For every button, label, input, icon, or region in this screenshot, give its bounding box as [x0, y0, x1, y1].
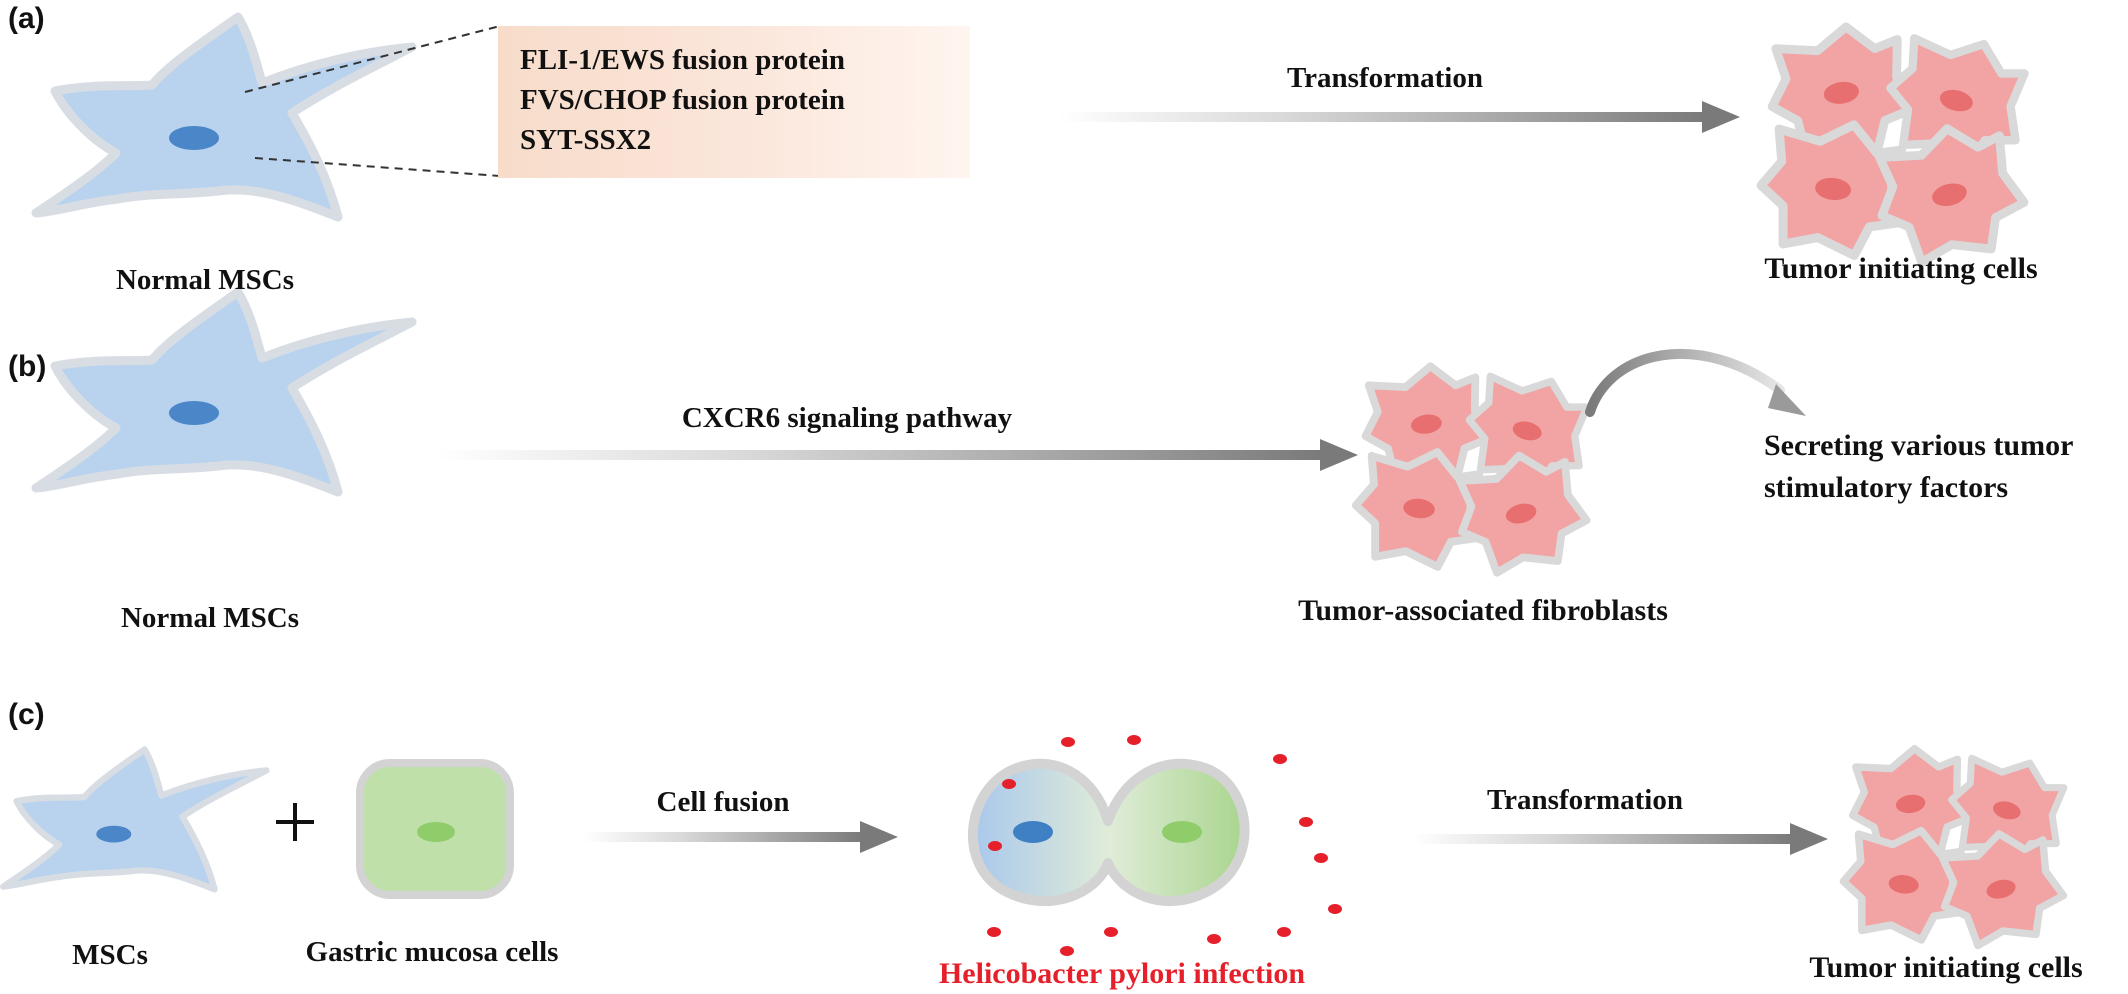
msc-cell-c — [3, 749, 266, 889]
fused-cell — [967, 758, 1250, 906]
fusion-protein-1: FLI-1/EWS fusion protein — [520, 44, 845, 76]
transformation-label-a: Transformation — [1286, 62, 1484, 94]
fusion-protein-box: FLI-1/EWS fusion protein FVS/CHOP fusion… — [498, 26, 970, 178]
cell-fusion-label: Cell fusion — [656, 786, 790, 818]
fusion-protein-3: SYT-SSX2 — [520, 124, 652, 156]
tumor-cluster-a — [1755, 19, 2036, 273]
tumor-fibroblast-cluster — [1350, 359, 1597, 582]
panel-c-illustration — [3, 735, 2073, 956]
panel-b-label: (b) — [8, 350, 47, 383]
panel-a-illustration — [36, 17, 2036, 273]
secretion-curve-arrow — [1585, 348, 1806, 417]
secretion-label-line-2: stimulatory factors — [1764, 471, 2009, 504]
normal-msc-cell-a — [36, 17, 412, 217]
tumor-associated-fibroblasts-label: Tumor-associated fibroblasts — [1298, 594, 1668, 627]
fusion-protein-2: FVS/CHOP fusion protein — [520, 84, 845, 116]
cxcr6-arrow — [436, 439, 1358, 471]
plus-sign — [276, 803, 314, 841]
helicobacter-pylori-bacteria — [987, 735, 1342, 956]
gastric-mucosa-cell — [356, 759, 514, 899]
panel-b-illustration — [36, 292, 1806, 582]
transformation-label-c: Transformation — [1486, 784, 1684, 816]
helicobacter-pylori-infection-label: Helicobacter pylori infection — [938, 957, 1306, 990]
panel-a-label: (a) — [8, 2, 45, 35]
transformation-arrow-c — [1412, 823, 1828, 855]
tumor-cluster-c — [1838, 742, 2073, 954]
cxcr6-pathway-label: CXCR6 signaling pathway — [681, 402, 1013, 434]
normal-msc-label-a: Normal MSCs — [115, 264, 295, 296]
secretion-label-line-1: Secreting various tumor — [1764, 429, 2074, 462]
callout-line-top — [244, 25, 501, 93]
transformation-arrow-a — [1058, 101, 1740, 133]
normal-msc-cell-b — [36, 292, 412, 492]
tumor-initiating-cells-label-c: Tumor initiating cells — [1809, 951, 2083, 984]
msc-label-c: MSCs — [72, 939, 148, 971]
normal-msc-label-b: Normal MSCs — [120, 602, 300, 634]
gastric-mucosa-cells-label: Gastric mucosa cells — [305, 936, 559, 968]
tumor-initiating-cells-label-a: Tumor initiating cells — [1764, 252, 2038, 285]
panel-c-label: (c) — [8, 698, 45, 731]
cell-fusion-arrow — [584, 821, 898, 853]
